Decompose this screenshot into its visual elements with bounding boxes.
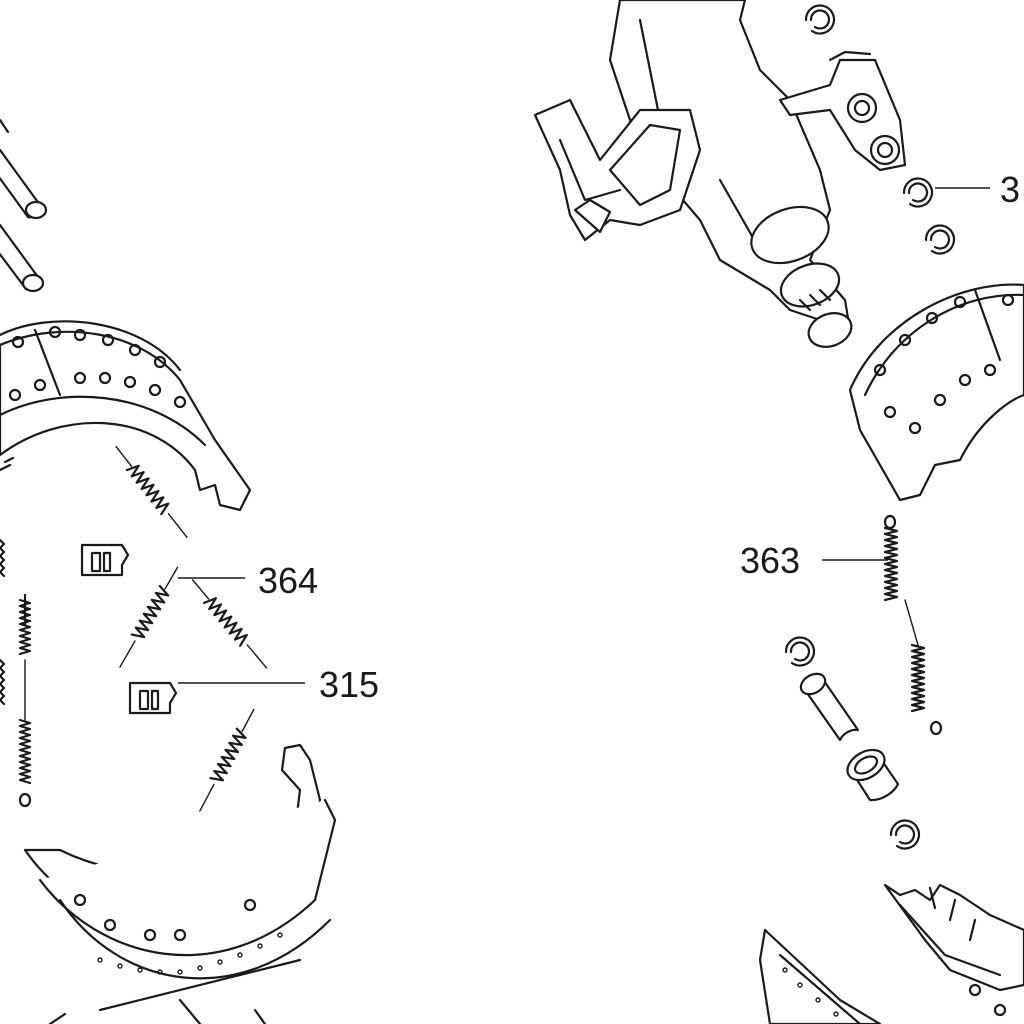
roller-pin: [799, 672, 860, 742]
return-spring-mid-a: [113, 563, 184, 672]
return-spring-upper: [110, 441, 193, 543]
brake-shoe-lower-left: [23, 743, 337, 1024]
brake-shoe-lower-right: [758, 883, 1024, 1024]
axle-spider-assembly: [533, 0, 907, 348]
spring-363: [883, 514, 943, 736]
anchor-pins-top-left: [0, 118, 48, 293]
clip-315: [128, 681, 178, 715]
callout-3-label: 3: [1000, 169, 1020, 210]
callout-364: 364: [178, 560, 318, 601]
snap-ring-3: [902, 177, 934, 208]
callout-315-label: 315: [319, 664, 379, 705]
brake-shoe-upper-right: [848, 283, 1024, 502]
long-spring-left-a: [18, 593, 32, 808]
callout-315: 315: [178, 664, 379, 705]
snap-ring-lower-2: [889, 819, 921, 850]
callout-364-label: 364: [258, 560, 318, 601]
long-spring-left-b: [0, 538, 6, 706]
clip-upper: [80, 543, 130, 577]
callout-3: 3: [935, 169, 1020, 210]
snap-ring-top: [804, 4, 836, 35]
callout-363: 363: [740, 540, 888, 581]
callout-363-label: 363: [740, 540, 800, 581]
return-spring-lower: [193, 705, 261, 815]
roller-bushing: [846, 748, 900, 802]
brake-shoe-upper-left: [0, 320, 252, 512]
snap-ring-upper-2: [924, 224, 956, 255]
snap-ring-lower-1: [784, 636, 816, 667]
